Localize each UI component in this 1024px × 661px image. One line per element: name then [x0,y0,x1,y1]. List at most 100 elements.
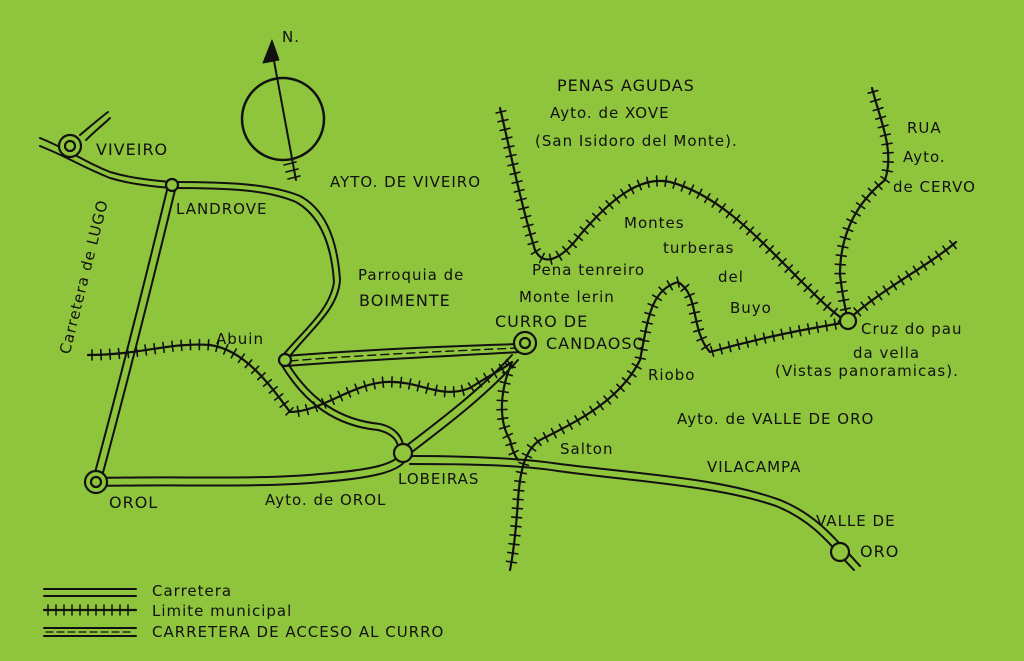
boundary-tick [304,403,310,416]
boundary-tick [882,285,890,296]
boundary-tick [880,175,890,184]
compass-icon [240,39,326,181]
boundary-tick [626,370,637,378]
label-pena-tenreiro: Pena tenreiro [532,261,646,279]
boundary-tick [510,516,523,519]
label-buyo: Buyo [730,299,772,317]
boundary-tick [443,385,447,398]
boundary-tick [644,311,656,317]
boundary-tick [515,470,528,475]
boundary-tick [285,406,294,416]
boundary-tick [510,525,522,528]
boundary-tick [589,405,597,416]
boundary-tick [920,260,928,271]
label-ayto-valle-oro: Ayto. de VALLE DE ORO [677,410,875,428]
boundary-tick [621,377,632,385]
label-lobeiras: LOBEIRAS [398,470,480,488]
boundary-tick [696,336,708,342]
boundary-tick [850,209,861,217]
label-san-isidoro: (San Isidoro del Monte). [535,132,738,150]
boundary-tick [830,307,839,317]
boundary-tick [806,323,811,335]
boundary-tick [823,301,832,311]
boundary-tick [833,318,837,330]
label-ayto-orol: Ayto. de OROL [265,491,387,509]
boundary-tick [879,133,892,138]
boundary-tick [809,289,819,299]
boundary-tick [237,353,246,364]
boundary-tick [912,265,920,276]
boundary-tick [658,286,667,296]
boundary-tick [542,431,549,443]
boundary-tick [517,206,530,211]
boundary-tick [837,244,849,249]
boundary-tick [680,180,686,192]
boundary-tick [790,270,800,280]
boundary-tick [718,203,727,213]
label-cruz-2: da vella [853,344,921,362]
boundary-tick [562,245,571,255]
boundary-tick [153,342,157,355]
boundary-tick [520,214,532,220]
boundary-tick [126,346,130,359]
boundary-tick [905,270,913,281]
boundary-tick [509,171,521,176]
boundary-tick [834,263,847,266]
boundary-tick [490,368,498,379]
place-markers [57,133,858,563]
boundary-tick [407,378,412,390]
label-abuin: Abuin [216,330,264,348]
label-rua: RUA [907,119,942,137]
label-montes: Montes [624,214,685,232]
boundary-tick [875,290,883,301]
boundary-tick [499,380,511,385]
boundary-tick [609,389,619,399]
boundary-tick [631,362,642,370]
boundary-tick [739,220,748,230]
boundary-tick [434,384,438,396]
label-salton: Salton [560,440,614,458]
boundary-tick [686,301,699,307]
boundary-tick [581,410,589,421]
boundary-tick [135,345,139,358]
boundary-tick [475,377,483,388]
boundary-tick [835,281,847,284]
boundary-tick [861,194,871,203]
boundary-tick [855,202,866,210]
boundary-tick [215,340,220,353]
boundary-tick [835,254,848,258]
boundary-tick [596,400,604,411]
boundary-tick [585,219,595,228]
boundary-tick [222,344,229,355]
boundary-tick [696,188,703,199]
label-turberas: turberas [663,239,735,257]
boundary-tick [718,343,724,355]
boundary-tick [676,276,680,288]
boundary-tick [616,383,625,393]
boundary-tick [505,442,517,447]
label-boimente: BOIMENTE [359,291,451,310]
boundary-tick [530,248,541,255]
boundary-tick [688,310,701,315]
boundary-tick [628,183,635,195]
boundary-tick [890,280,898,291]
boundary-tick [651,294,663,302]
label-ayto-viveiro: AYTO. DE VIVEIRO [330,173,482,191]
boundary-tick [230,348,238,359]
boundary-tick [688,184,695,196]
legend-limite: Limite municipal [152,602,293,620]
boundary-tick [568,239,578,249]
boundary-tick [736,338,741,351]
boundary-tick [505,153,517,158]
boundary-tick [117,347,121,360]
boundary-tick [881,169,894,173]
boundary-tick [877,124,889,129]
boundary-tick [363,380,368,392]
boundary-tick [527,240,539,246]
boundary-tick [256,372,266,381]
boundary-tick [508,449,520,456]
legend-ticks [47,604,129,616]
boundary-tick [752,232,761,242]
boundary-tick [337,390,344,402]
boundary-tick [780,328,784,340]
